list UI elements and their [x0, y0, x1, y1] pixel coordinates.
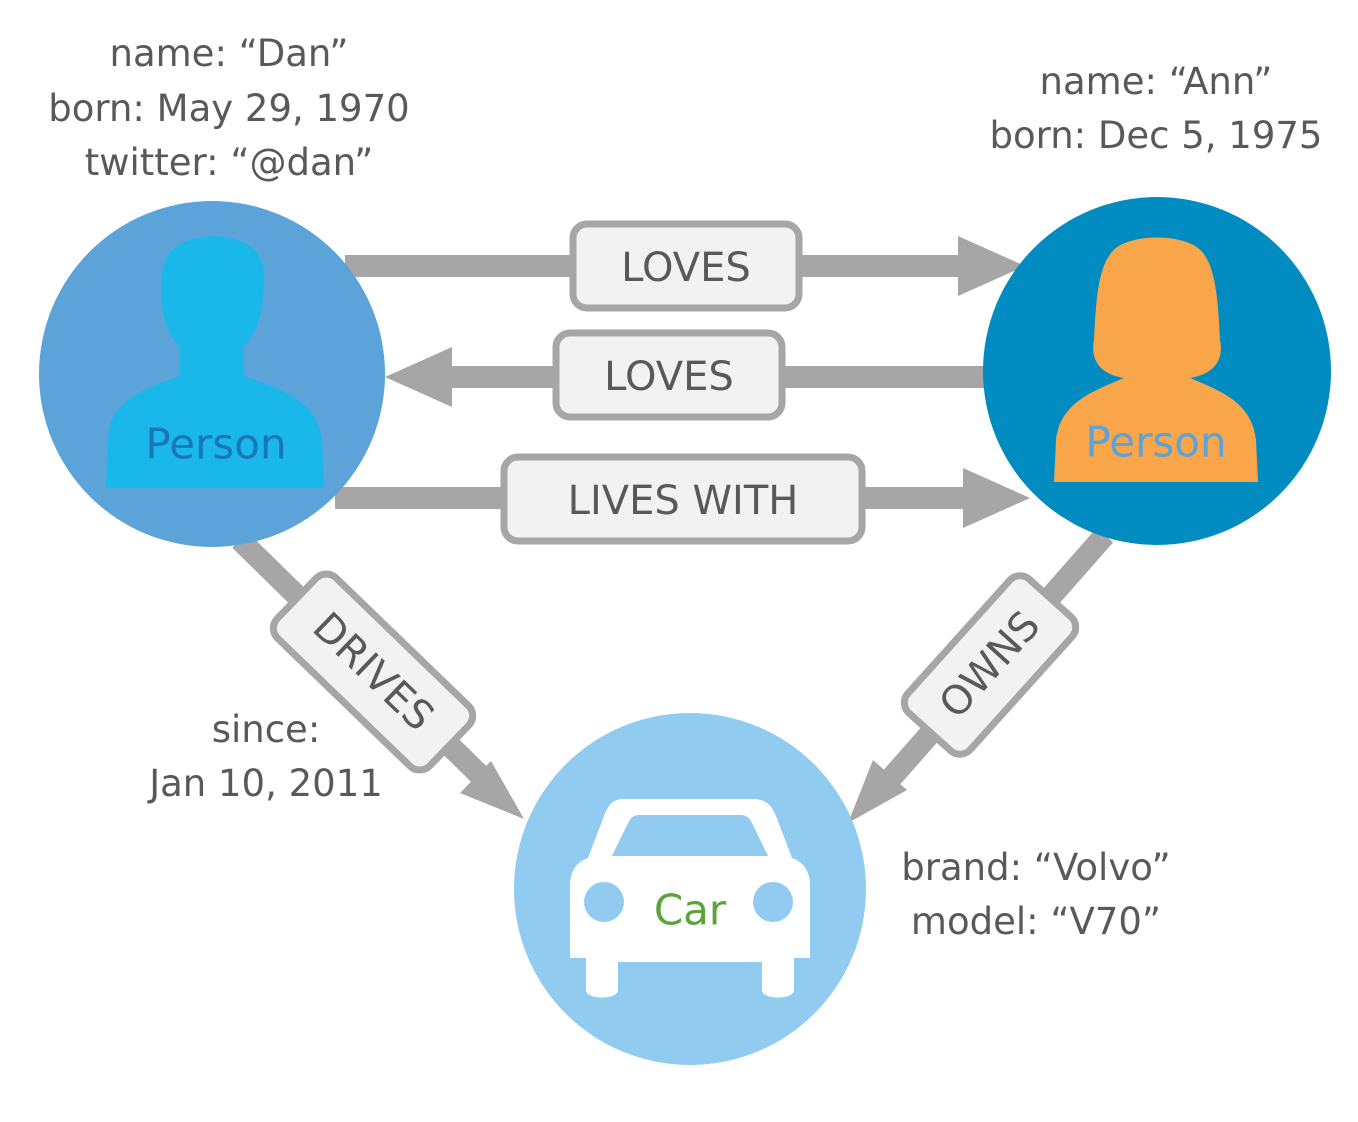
person-male-icon — [106, 236, 324, 488]
arrowhead-icon — [958, 236, 1025, 296]
ann-property-born: born: Dec 5, 1975 — [990, 114, 1323, 157]
ann-properties: name: “Ann” born: Dec 5, 1975 — [990, 60, 1323, 157]
relationship-label-box — [569, 220, 803, 312]
car-property-model: model: “V70” — [911, 900, 1161, 943]
car-properties: brand: “Volvo” model: “V70” — [901, 846, 1170, 943]
node-label: Person — [145, 420, 286, 469]
relationship-label: LOVES — [604, 354, 734, 400]
node-label: Person — [1085, 418, 1226, 467]
headlight-icon — [584, 882, 624, 922]
node-car: Car — [514, 713, 866, 1065]
relationship-label-box — [500, 453, 866, 545]
edge-ann-owns-car: OWNS — [848, 527, 1114, 823]
edge-dan-lives-with-ann: LIVES WITH — [335, 453, 1030, 545]
relationship-label: LOVES — [621, 245, 751, 291]
car-property-brand: brand: “Volvo” — [901, 846, 1170, 889]
arrowhead-icon — [460, 761, 524, 819]
relationship-label-box — [552, 329, 786, 421]
dan-properties: name: “Dan” born: May 29, 1970 twitter: … — [48, 32, 409, 184]
dan-property-born: born: May 29, 1970 — [48, 87, 409, 130]
car-windshield-icon — [612, 815, 768, 856]
edge-dan-loves-ann: LOVES — [345, 220, 1025, 312]
arrowhead-icon — [385, 347, 452, 407]
arrowhead-icon — [963, 468, 1030, 528]
edge-ann-loves-dan: LOVES — [385, 329, 985, 421]
headlight-icon — [753, 882, 793, 922]
relationship-label: LIVES WITH — [568, 478, 799, 524]
person-female-icon — [1054, 237, 1258, 482]
drives-property-since-value: Jan 10, 2011 — [147, 762, 383, 805]
arrowhead-icon — [848, 760, 907, 823]
relationship-label-box — [269, 570, 477, 774]
relationship-label-box — [900, 572, 1080, 758]
car-icon — [570, 799, 810, 998]
drives-properties: since: Jan 10, 2011 — [147, 708, 383, 805]
node-label: Car — [654, 886, 727, 935]
ann-property-name: name: “Ann” — [1040, 60, 1273, 103]
node-dan: Person — [39, 201, 385, 547]
drives-property-since-key: since: — [212, 708, 321, 751]
node-ann: Person — [983, 197, 1331, 545]
dan-property-name: name: “Dan” — [110, 32, 349, 75]
dan-property-twitter: twitter: “@dan” — [85, 141, 374, 184]
